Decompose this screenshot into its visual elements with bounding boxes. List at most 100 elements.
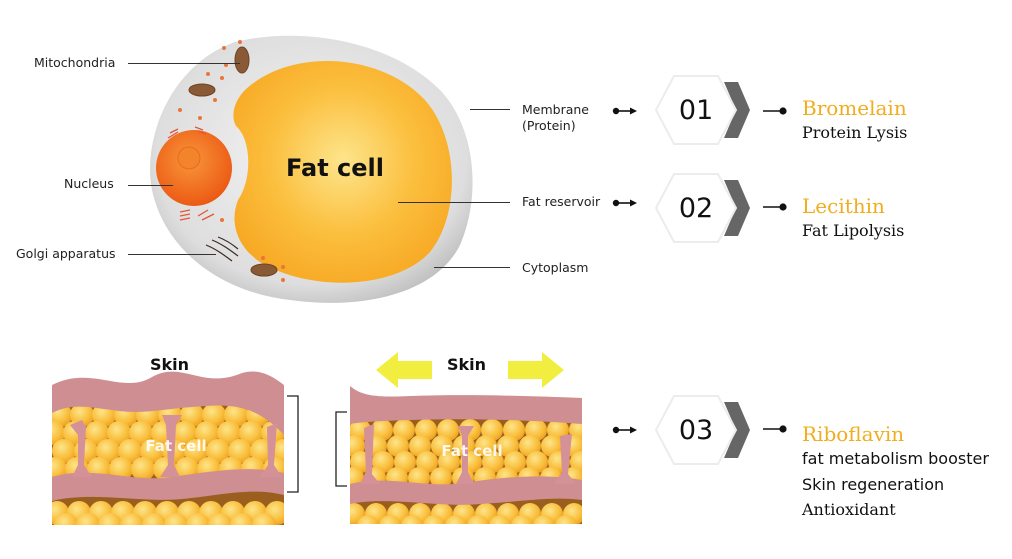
mitochondria-group: [188, 46, 278, 277]
fat-globule: [96, 439, 120, 463]
fat-reservoir: [233, 61, 452, 283]
dot-arrow-icon-3: [612, 426, 637, 434]
line-dot-icon-3: [763, 425, 787, 433]
ingredient-name: Bromelain: [802, 96, 907, 120]
nucleolus: [177, 146, 201, 170]
dot-arrow-icon-1: [612, 107, 637, 115]
fat-globule: [206, 439, 230, 463]
ingredient-effect: Skin regeneration: [802, 474, 945, 494]
fat-globule: [511, 515, 533, 524]
bracket-before: [287, 395, 299, 493]
fat-globule: [52, 421, 65, 445]
fat-cell-label-after: Fat cell: [441, 442, 502, 460]
label-golgi: Golgi apparatus: [16, 246, 116, 261]
skin-panel-after: Fat cell: [350, 386, 582, 524]
fat-globule: [118, 439, 142, 463]
fat-globule: [252, 513, 276, 525]
bracket-after: [335, 411, 347, 487]
cytoplasm-leader: [434, 267, 510, 268]
fat-globule: [208, 513, 232, 525]
ingredient-name: Lecithin: [802, 194, 885, 218]
ingredient-name: Riboflavin: [802, 422, 905, 446]
mitochondria-leader: [128, 63, 240, 64]
fat-globule: [98, 513, 122, 525]
label-membrane-line1: Membrane: [522, 102, 589, 117]
fat-cell-label-before: Fat cell: [145, 437, 206, 455]
golgi-dark: [205, 236, 239, 262]
step-badge-3: 03: [654, 394, 754, 466]
label-fat-reservoir: Fat reservoir: [522, 194, 601, 209]
fat-cell-illustration: Fat cell: [150, 35, 473, 303]
step-number: 01: [678, 94, 714, 126]
cell-title: Fat cell: [286, 154, 384, 182]
fat-globule: [186, 513, 210, 525]
septa-strand: [360, 424, 576, 484]
golgi-leader: [128, 254, 216, 255]
dot-arrow-icon-2: [612, 199, 637, 207]
fat-globule: [430, 467, 452, 489]
fat-reservoir-leader: [398, 202, 510, 203]
fat-globule: [467, 515, 489, 524]
fat-globule: [129, 421, 153, 445]
fat-globule: [202, 403, 226, 427]
fat-globule: [489, 515, 511, 524]
nucleus-leader: [128, 185, 173, 186]
fat-globule: [180, 403, 204, 427]
fat-globule: [357, 515, 379, 524]
fat-globule: [379, 515, 401, 524]
hexagon-shape: [654, 75, 738, 145]
fat-globule: [230, 513, 254, 525]
fat-globule: [173, 421, 197, 445]
skin-layer-top: [52, 371, 284, 435]
skin-panel-before: Fat cell: [52, 371, 284, 525]
label-mitochondria: Mitochondria: [34, 55, 116, 70]
fat-globule: [140, 439, 164, 463]
fat-globule: [228, 439, 252, 463]
fat-globule: [76, 513, 100, 525]
golgi-apparatus: [167, 126, 215, 221]
skin-layer-middle: [350, 476, 582, 505]
step-number: 02: [678, 192, 714, 224]
ingredient-3: Riboflavin fat metabolism booster Skin r…: [802, 422, 989, 523]
arrow-right-icon: [508, 352, 564, 388]
fat-globule: [131, 457, 155, 481]
line-dot-icon-2: [763, 203, 787, 211]
ingredient-2: Lecithin Fat Lipolysis: [802, 194, 904, 244]
fat-globule: [70, 403, 94, 427]
fat-globule: [164, 513, 188, 525]
membrane-leader: [470, 109, 510, 110]
fat-globule: [423, 515, 445, 524]
organelle-dots: [178, 40, 285, 282]
step-badge-2: 02: [654, 172, 754, 244]
fat-globule: [217, 421, 241, 445]
label-nucleus: Nucleus: [64, 176, 114, 191]
skin-layer-top: [350, 386, 582, 424]
fat-globule: [54, 513, 78, 525]
hexagon-shape: [654, 173, 738, 243]
ingredient-effect: Protein Lysis: [802, 123, 908, 142]
fat-globule: [239, 421, 263, 445]
ingredient-effect: Fat Lipolysis: [802, 221, 905, 240]
skin-title-after: Skin: [447, 355, 487, 374]
fat-globule: [142, 513, 166, 525]
label-cytoplasm: Cytoplasm: [522, 260, 589, 275]
fat-globule: [401, 515, 423, 524]
fat-globule: [195, 421, 219, 445]
fat-globule: [85, 421, 109, 445]
label-membrane: Membrane (Protein): [522, 102, 589, 133]
fat-globule: [184, 439, 208, 463]
skin-title-before: Skin: [150, 355, 190, 374]
step-badge-1: 01: [654, 74, 754, 146]
fat-globule: [109, 457, 133, 481]
fat-globule: [120, 513, 144, 525]
arrow-left-icon: [376, 352, 432, 388]
fat-globule: [445, 515, 467, 524]
label-membrane-line2: (Protein): [522, 117, 576, 133]
ingredient-1: Bromelain Protein Lysis: [802, 96, 907, 146]
step-number: 03: [678, 414, 714, 446]
fat-globule: [224, 403, 248, 427]
fat-globule: [52, 439, 76, 463]
hexagon-shape: [654, 395, 738, 465]
fat-globule: [533, 515, 555, 524]
ingredient-effect: Antioxidant: [802, 500, 896, 520]
